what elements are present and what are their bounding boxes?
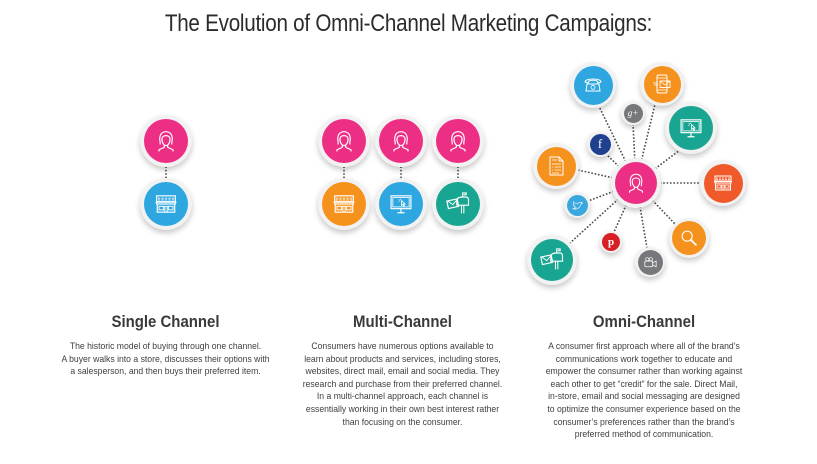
store-node: [140, 178, 192, 230]
pinterest-node: p: [600, 231, 622, 253]
monitor-icon: [677, 114, 705, 142]
phone-icon: [581, 73, 605, 97]
omni-channel-section: Omni-Channel A consumer first approach w…: [515, 312, 773, 441]
pinterest-icon: p: [607, 236, 615, 248]
monitor-icon: [387, 190, 415, 218]
page-title: The Evolution of Omni-Channel Marketing …: [164, 10, 653, 37]
facebook-icon: f: [597, 136, 603, 151]
store-icon: [711, 171, 735, 195]
video-camera-icon: [642, 254, 659, 271]
store-node: [700, 160, 746, 206]
multi-channel-description: Consumers have numerous options availabl…: [302, 340, 503, 427]
omni-channel-heading: Omni-Channel: [592, 312, 696, 331]
person-icon: [330, 127, 358, 155]
facebook-node: f: [587, 131, 613, 157]
consumer-hub-node: [611, 158, 661, 208]
search-icon: [678, 227, 700, 249]
website-node: [375, 178, 427, 230]
mailbox-icon: [444, 190, 472, 218]
store-icon: [330, 190, 358, 218]
phone-node: [570, 62, 616, 108]
twitter-node: [564, 192, 590, 218]
direct-mail-node: [527, 235, 577, 285]
single-channel-description: The historic model of buying through one…: [61, 340, 270, 377]
document-icon: [544, 154, 568, 178]
mailbox-icon: [538, 246, 566, 274]
multi-channel-section: Multi-Channel Consumers have numerous op…: [280, 312, 525, 428]
search-node: [669, 218, 709, 258]
twitter-icon: [570, 198, 585, 213]
consumer-node: [375, 115, 427, 167]
multi-channel-heading: Multi-Channel: [353, 312, 452, 331]
omni-channel-description: A consumer first approach where all of t…: [545, 340, 743, 440]
person-icon: [387, 127, 415, 155]
direct-mail-node: [432, 178, 484, 230]
consumer-node: [140, 115, 192, 167]
person-icon: [623, 170, 649, 196]
google-plus-icon: g+: [627, 108, 639, 118]
single-channel-heading: Single Channel: [111, 312, 220, 331]
person-icon: [444, 127, 472, 155]
person-icon: [152, 127, 180, 155]
mobile-email-icon: [650, 72, 674, 96]
consumer-node: [432, 115, 484, 167]
document-node: [533, 143, 579, 189]
mobile-email-node: [640, 62, 684, 106]
single-channel-section: Single Channel The historic model of buy…: [38, 312, 293, 378]
video-node: [635, 247, 665, 277]
website-node: [665, 102, 717, 154]
consumer-node: [318, 115, 370, 167]
store-icon: [152, 190, 180, 218]
store-node: [318, 178, 370, 230]
google-plus-node: g+: [621, 101, 645, 125]
